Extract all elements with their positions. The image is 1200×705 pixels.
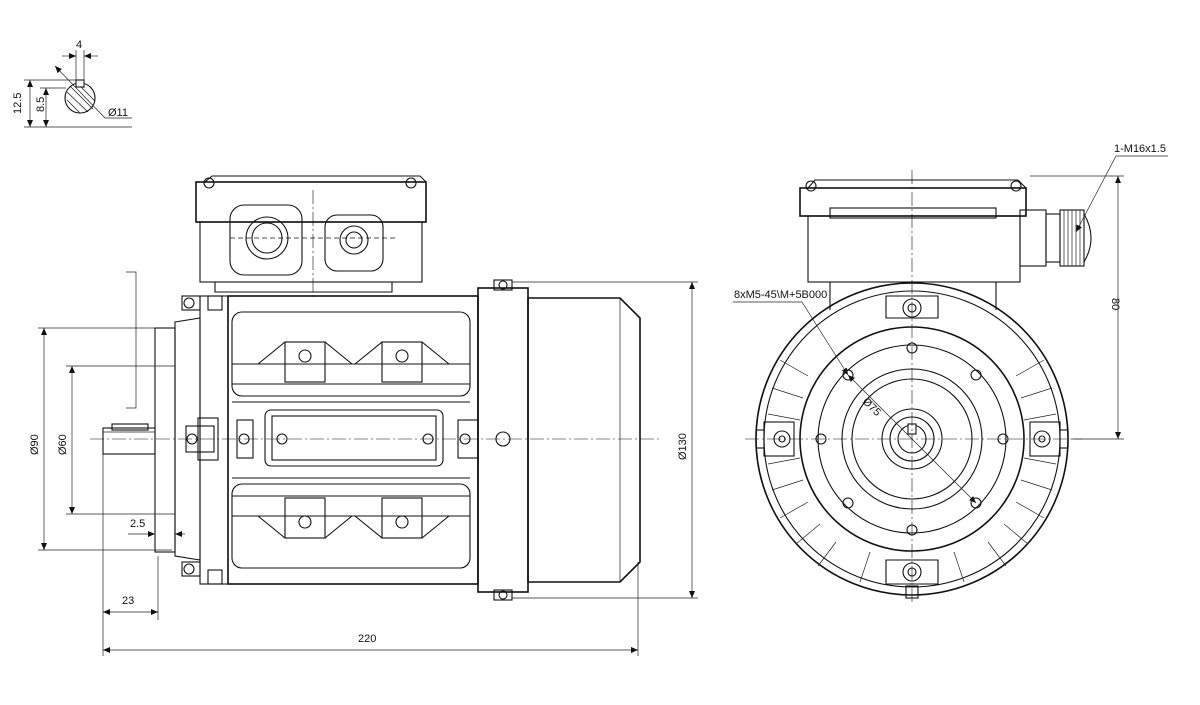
frame-dia-label: Ø130 <box>677 433 689 460</box>
mount-holes-label: 8xM5-45\M+5B000 <box>734 289 827 301</box>
flange-dia-label: Ø90 <box>29 434 41 455</box>
key-width-label: 4 <box>76 39 82 51</box>
spigot-dia-label: Ø60 <box>57 434 69 455</box>
cable-gland-label: 1-M16x1.5 <box>1114 143 1166 155</box>
motor-front-view <box>745 170 1092 605</box>
spigot-depth-label: 2.5 <box>130 518 145 530</box>
shaft-key-detail: 4 12.5 8.5 Ø11 <box>12 39 132 128</box>
front-view-dimensions: 1-M16x1.5 80 8xM5-45\M+5B000 Ø75 <box>733 143 1168 504</box>
depth-shaft-label: 8.5 <box>35 97 47 112</box>
shaft-dia-label: Ø11 <box>108 107 128 119</box>
shaft-height-label: 80 <box>1109 298 1121 310</box>
pitch-dia-label: Ø75 <box>860 396 883 419</box>
overall-length-label: 220 <box>358 633 376 645</box>
motor-side-view <box>90 175 660 601</box>
depth-total-label: 12.5 <box>12 93 24 114</box>
shaft-length-label: 23 <box>122 595 134 607</box>
cooling-fins <box>767 359 1057 583</box>
side-view-dimensions: Ø90 Ø60 2.5 23 220 Ø130 <box>29 271 698 656</box>
